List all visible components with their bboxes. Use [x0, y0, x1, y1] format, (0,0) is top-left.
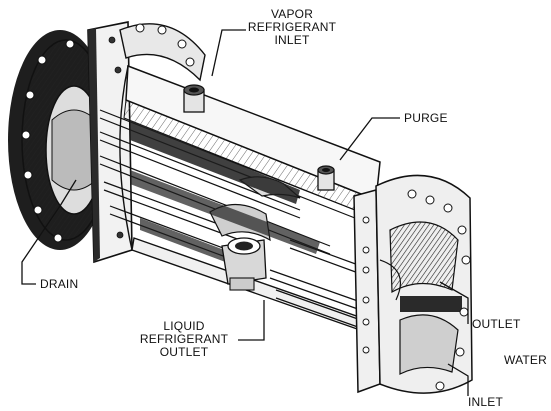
inlet-leader [447, 363, 469, 396]
liquid-outlet-label-line3: OUTLET [159, 345, 209, 359]
right-tube-sheet [353, 189, 381, 394]
water-label: WATER [504, 353, 547, 367]
vapor-inlet-label: VAPOR REFRIGERANT INLET [244, 8, 340, 47]
vapor-inlet-label-line2: REFRIGERANT [247, 20, 337, 34]
right-water-box [375, 174, 473, 394]
purge-label: PURGE [404, 111, 448, 125]
left-flange [8, 30, 112, 250]
drain-leader [21, 179, 77, 285]
left-tube-sheet [87, 21, 133, 264]
liquid-outlet-leader [238, 300, 265, 341]
outlet-label: OUTLET [472, 317, 521, 331]
top-bolt-ring [119, 23, 206, 82]
drain-label: DRAIN [40, 277, 79, 291]
liquid-outlet-label: LIQUID REFRIGERANT OUTLET [132, 320, 236, 359]
purge-leader [339, 117, 400, 161]
liquid-outlet-label-line2: REFRIGERANT [139, 332, 229, 346]
inlet-label: INLET [468, 395, 504, 409]
vapor-inlet-label-line1: VAPOR [270, 7, 314, 21]
leader-lines [21, 29, 469, 396]
liquid-outlet-nozzle [221, 237, 267, 291]
outlet-leader [439, 281, 469, 324]
vapor-inlet-nozzle [183, 84, 205, 113]
liquid-outlet-label-line1: LIQUID [163, 319, 205, 333]
vapor-inlet-leader [211, 29, 246, 77]
vapor-inlet-label-line3: INLET [274, 33, 310, 47]
purge-nozzle [317, 165, 335, 191]
